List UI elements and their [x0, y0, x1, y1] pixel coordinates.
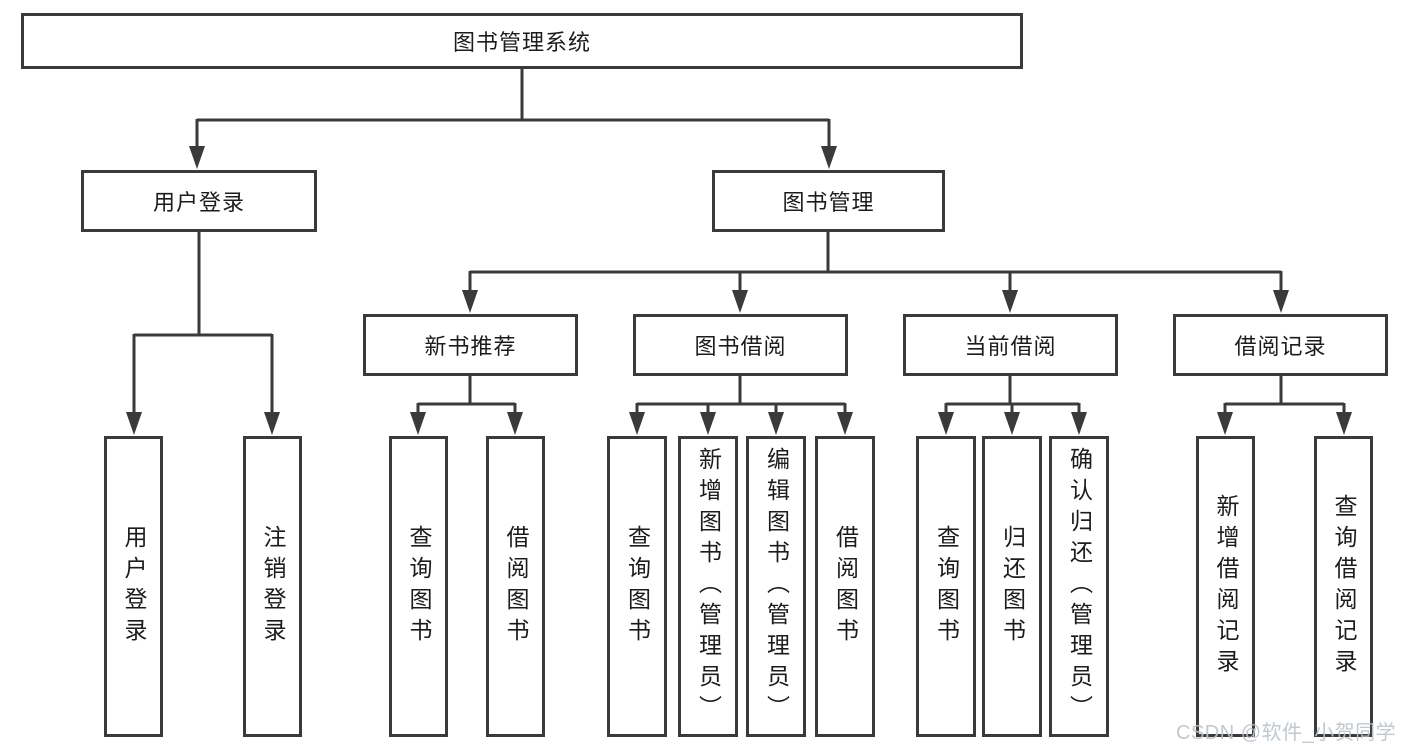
node-user-login-label: 用户登录: [152, 190, 245, 215]
node-book-borrow: 图书借阅: [633, 314, 848, 376]
leaf-query-books-recommend: 查询图书: [389, 436, 448, 737]
node-book-management-label: 图书管理: [782, 190, 875, 215]
leaf-return-books: 归还图书: [982, 436, 1042, 737]
leaf-query-books-current: 查询图书: [916, 436, 976, 737]
connector-arrowheads: [126, 146, 1352, 435]
leaf-add-borrow-record: 新增借阅记录: [1196, 436, 1255, 737]
leaf-user-login-label: 用户登录: [121, 524, 147, 649]
node-root-system: 图书管理系统: [21, 13, 1023, 69]
node-borrow-records-label: 借阅记录: [1234, 334, 1327, 359]
leaf-add-books-admin-label: 新增图书（管理员）: [695, 447, 722, 726]
node-user-login: 用户登录: [81, 170, 317, 232]
leaf-edit-books-admin-label: 编辑图书（管理员）: [763, 447, 790, 726]
node-new-book-recommend: 新书推荐: [363, 314, 578, 376]
node-borrow-records: 借阅记录: [1173, 314, 1388, 376]
leaf-confirm-return-admin: 确认归还（管理员）: [1049, 436, 1109, 737]
leaf-query-books-borrow-label: 查询图书: [624, 524, 651, 649]
leaf-confirm-return-admin-label: 确认归还（管理员）: [1066, 447, 1093, 726]
leaf-borrow-books-recommend: 借阅图书: [486, 436, 545, 737]
leaf-query-books-recommend-label: 查询图书: [406, 524, 432, 649]
node-book-management: 图书管理: [712, 170, 945, 232]
leaf-borrow-books: 借阅图书: [815, 436, 875, 737]
leaf-query-borrow-record: 查询借阅记录: [1314, 436, 1373, 737]
leaf-logout: 注销登录: [243, 436, 302, 737]
leaf-query-borrow-record-label: 查询借阅记录: [1331, 493, 1357, 680]
node-book-borrow-label: 图书借阅: [694, 334, 787, 359]
leaf-query-books-current-label: 查询图书: [933, 524, 960, 649]
leaf-add-borrow-record-label: 新增借阅记录: [1213, 493, 1239, 680]
node-current-borrow-label: 当前借阅: [964, 334, 1057, 359]
leaf-add-books-admin: 新增图书（管理员）: [678, 436, 738, 737]
leaf-logout-label: 注销登录: [260, 524, 286, 649]
leaf-user-login: 用户登录: [104, 436, 163, 737]
leaf-borrow-books-label: 借阅图书: [832, 524, 859, 649]
node-current-borrow: 当前借阅: [903, 314, 1118, 376]
leaf-edit-books-admin: 编辑图书（管理员）: [746, 436, 806, 737]
csdn-watermark: CSDN @软件_小贺同学: [1176, 722, 1397, 744]
tree-edges: [132, 69, 1346, 414]
leaf-return-books-label: 归还图书: [999, 524, 1026, 649]
node-root-system-label: 图书管理系统: [452, 30, 591, 55]
node-new-book-recommend-label: 新书推荐: [424, 334, 517, 359]
leaf-borrow-books-recommend-label: 借阅图书: [503, 524, 529, 649]
leaf-query-books-borrow: 查询图书: [607, 436, 667, 737]
